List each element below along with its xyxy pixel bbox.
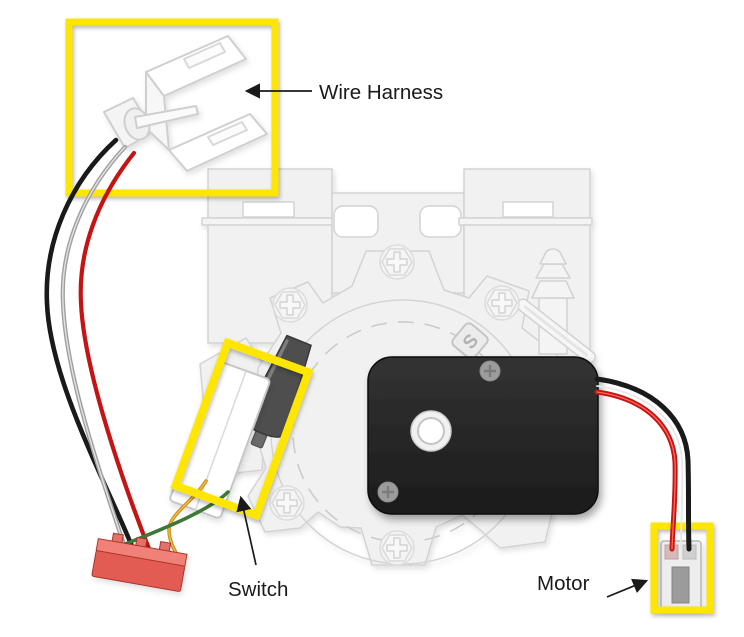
housing-slot-right — [419, 205, 462, 238]
highlight-box-switch — [170, 337, 314, 521]
arrow-motor — [606, 578, 649, 598]
wire-black — [44, 137, 137, 554]
housing-s-badge: S — [451, 322, 489, 360]
housing-screw-top — [379, 244, 415, 280]
label-switch: Switch — [228, 578, 288, 601]
motor-screw-top — [478, 359, 502, 383]
callouts: Wire Harness Switch Motor — [228, 81, 649, 601]
motor-wire-red-highlight — [596, 391, 676, 550]
harness-bottom-slot — [207, 121, 248, 146]
harness-top-slot — [183, 42, 226, 69]
motor-shaft — [417, 417, 445, 445]
housing-left-lip — [201, 217, 338, 226]
label-motor: Motor — [537, 572, 590, 595]
harness-pin — [134, 105, 199, 129]
housing-right-lip — [458, 217, 593, 226]
harness-top-wing — [145, 35, 247, 97]
housing-screw-lower-left — [269, 485, 305, 521]
power-connector-front — [91, 550, 186, 592]
wire-gray — [60, 144, 129, 554]
housing-slot-left — [333, 205, 379, 238]
housing-screw-upper-right — [484, 285, 520, 321]
housing-screw-bottom — [379, 530, 415, 566]
motor-screw-bottom — [376, 480, 400, 504]
housing-left-cutout — [242, 201, 295, 218]
motor-wire-black — [594, 376, 692, 552]
arrow-switch — [236, 495, 257, 566]
motor-connector — [660, 540, 702, 610]
motor-connector-slot — [671, 566, 690, 604]
motor-wire-white — [596, 385, 684, 550]
motor-body — [367, 356, 599, 515]
power-connector — [91, 532, 188, 592]
motor-wires — [594, 376, 692, 552]
housing-screw-upper-left — [272, 287, 308, 323]
highlight-box-wire-harness — [65, 18, 279, 197]
harness-wires — [44, 137, 154, 557]
wire-red — [78, 150, 154, 557]
motor-illustration — [367, 356, 599, 515]
housing-right-cutout — [502, 201, 554, 218]
label-wire-harness: Wire Harness — [319, 81, 443, 104]
wire-gray-highlight — [62, 146, 127, 552]
wire-harness-illustration — [103, 35, 268, 172]
